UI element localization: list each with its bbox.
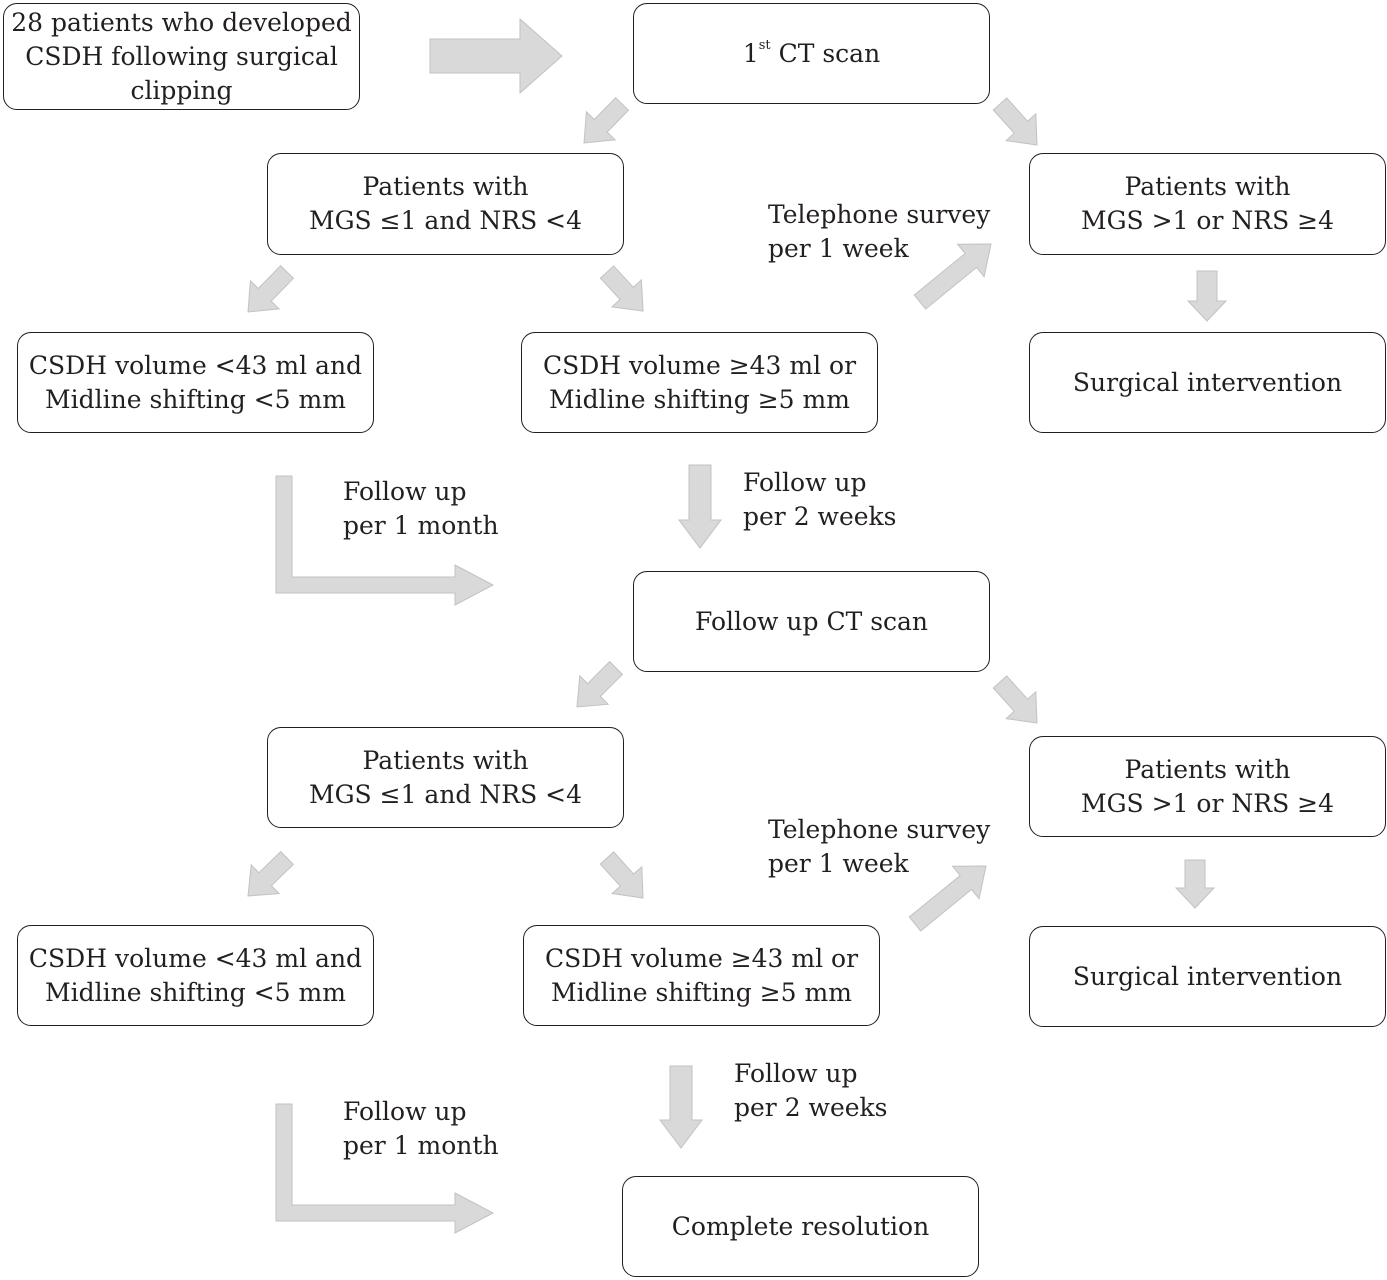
follow-up-ct-scan-text: Follow up CT scan (694, 606, 929, 636)
first-ct-superscript: st (758, 38, 771, 54)
follow-up-month-label-1: Follow up per 1 month (343, 475, 499, 543)
large-hematoma-1-line-1: CSDH volume ≥43 ml or (542, 350, 857, 380)
arrow-large-2-to-resolution (659, 1065, 703, 1149)
good-condition-box-2: Patients with MGS ≤1 and NRS <4 (267, 727, 624, 828)
arrow-followup-ct-to-poor-2 (992, 675, 1038, 724)
small-hematoma-2-line-1: CSDH volume <43 ml and (28, 943, 363, 973)
good-condition-1-line-2: MGS ≤1 and NRS <4 (308, 206, 583, 235)
poor-condition-1-line-1: Patients with (1124, 172, 1291, 201)
follow-up-month-2-line-2: per 1 month (343, 1131, 499, 1160)
small-hematoma-2-line-2: Midline shifting <5 mm (45, 977, 346, 1007)
follow-up-weeks-label-1: Follow up per 2 weeks (743, 466, 897, 534)
follow-up-month-label-2: Follow up per 1 month (343, 1095, 499, 1163)
start-line-1: 28 patients who developed (11, 7, 352, 37)
follow-up-weeks-1-line-2: per 2 weeks (743, 502, 897, 531)
good-condition-2-line-2: MGS ≤1 and NRS <4 (308, 779, 583, 809)
arrow-large-1-to-followup-ct (678, 464, 722, 549)
good-condition-1-line-1: Patients with (362, 172, 529, 201)
poor-condition-2-line-1: Patients with (1124, 754, 1291, 784)
first-ct-ordinal: 1 (742, 38, 759, 68)
arrow-telephone-1 (913, 243, 992, 310)
arrow-start-to-ct (429, 17, 563, 95)
arrow-small-1-to-followup-ct (275, 475, 495, 606)
start-box: 28 patients who developed CSDH following… (3, 3, 360, 110)
arrow-good-1-to-small (247, 264, 295, 313)
first-ct-scan-box: 1st CT scan (633, 3, 990, 104)
follow-up-weeks-label-2: Follow up per 2 weeks (734, 1057, 888, 1125)
small-hematoma-1-line-1: CSDH volume <43 ml and (28, 350, 363, 380)
small-hematoma-1-line-2: Midline shifting <5 mm (45, 384, 346, 414)
telephone-survey-2-line-1: Telephone survey (768, 815, 991, 844)
first-ct-scan-text: 1st CT scan (743, 37, 880, 71)
start-line-3: clipping (130, 75, 233, 105)
follow-up-weeks-1-line-1: Follow up (743, 468, 867, 497)
arrow-good-2-to-small (247, 850, 295, 897)
arrow-good-1-to-large (599, 265, 644, 312)
arrow-small-2-to-resolution (275, 1103, 495, 1234)
complete-resolution-box: Complete resolution (622, 1176, 979, 1277)
arrow-poor-2-to-surgery (1174, 859, 1216, 909)
large-hematoma-2-line-2: Midline shifting ≥5 mm (551, 977, 852, 1007)
follow-up-weeks-2-line-1: Follow up (734, 1059, 858, 1088)
large-hematoma-1-line-2: Midline shifting ≥5 mm (549, 384, 850, 414)
follow-up-month-1-line-1: Follow up (343, 477, 467, 506)
follow-up-weeks-2-line-2: per 2 weeks (734, 1093, 888, 1122)
surgical-intervention-box-2: Surgical intervention (1029, 926, 1386, 1027)
arrow-ct-to-poor-1 (992, 97, 1038, 146)
telephone-survey-label-2: Telephone survey per 1 week (768, 813, 990, 881)
large-hematoma-box-1: CSDH volume ≥43 ml or Midline shifting ≥… (521, 332, 878, 433)
poor-condition-2-line-2: MGS >1 or NRS ≥4 (1080, 788, 1334, 818)
good-condition-2-line-1: Patients with (362, 745, 529, 775)
surgical-intervention-1-text: Surgical intervention (1072, 367, 1343, 397)
arrow-followup-ct-to-good-2 (576, 660, 624, 708)
telephone-survey-2-line-2: per 1 week (768, 849, 909, 878)
arrow-telephone-2 (908, 865, 987, 932)
surgical-intervention-2-text: Surgical intervention (1072, 961, 1343, 991)
telephone-survey-label-1: Telephone survey per 1 week (768, 198, 990, 266)
large-hematoma-box-2: CSDH volume ≥43 ml or Midline shifting ≥… (523, 925, 880, 1026)
arrow-poor-1-to-surgery (1186, 270, 1228, 322)
small-hematoma-box-2: CSDH volume <43 ml and Midline shifting … (17, 925, 374, 1026)
surgical-intervention-box-1: Surgical intervention (1029, 332, 1386, 433)
follow-up-month-1-line-2: per 1 month (343, 511, 499, 540)
large-hematoma-2-line-1: CSDH volume ≥43 ml or (544, 943, 859, 973)
first-ct-label: CT scan (778, 38, 881, 68)
good-condition-box-1: Patients with MGS ≤1 and NRS <4 (267, 153, 624, 255)
small-hematoma-box-1: CSDH volume <43 ml and Midline shifting … (17, 332, 374, 433)
telephone-survey-1-line-1: Telephone survey (768, 200, 991, 229)
follow-up-month-2-line-1: Follow up (343, 1097, 467, 1126)
arrow-good-2-to-large (599, 851, 644, 899)
poor-condition-box-2: Patients with MGS >1 or NRS ≥4 (1029, 736, 1386, 837)
poor-condition-1-line-2: MGS >1 or NRS ≥4 (1080, 206, 1334, 235)
complete-resolution-text: Complete resolution (671, 1211, 930, 1241)
arrow-ct-to-good-1 (583, 96, 630, 144)
telephone-survey-1-line-2: per 1 week (768, 234, 909, 263)
start-line-2: CSDH following surgical (25, 41, 338, 71)
poor-condition-box-1: Patients with MGS >1 or NRS ≥4 (1029, 153, 1386, 255)
follow-up-ct-scan-box: Follow up CT scan (633, 571, 990, 672)
